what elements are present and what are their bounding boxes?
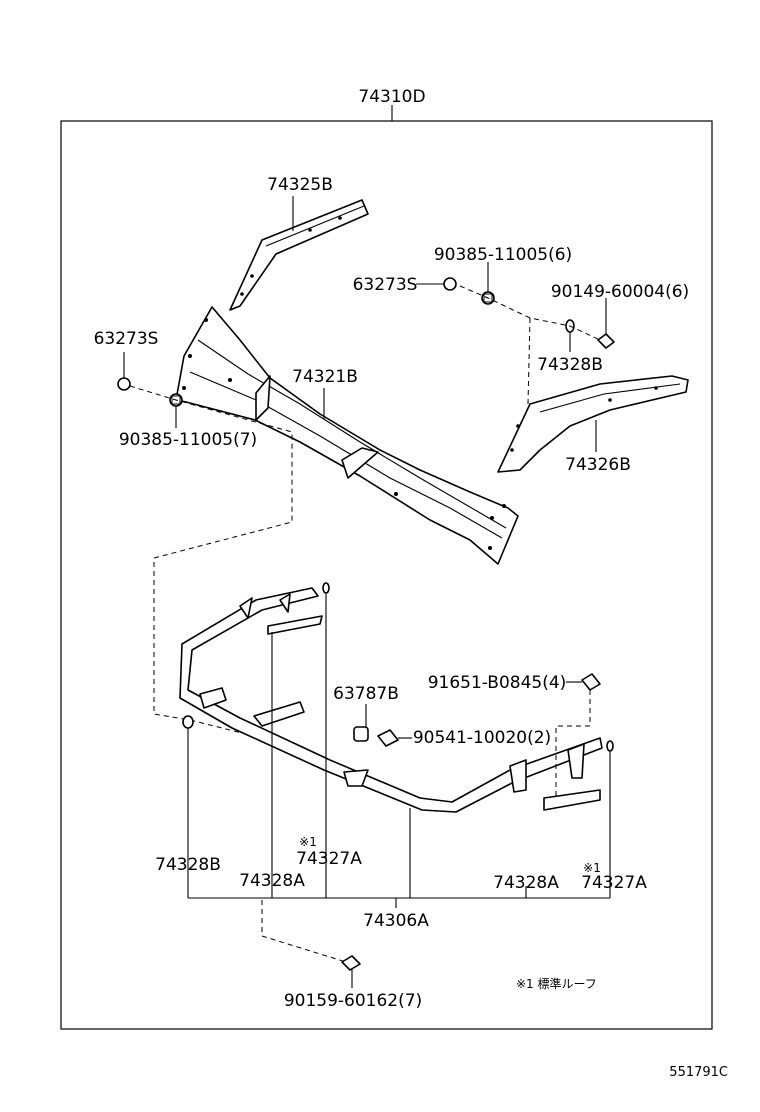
nut-90385-left [169, 393, 183, 428]
label-90385-11005-6: 90385-11005(6) [434, 245, 572, 265]
part-74306a [179, 582, 614, 813]
screw-90159 [341, 955, 361, 988]
label-90541-10020: 90541-10020(2) [413, 728, 551, 748]
label-74328b-top: 74328B [537, 355, 603, 375]
part-74326b [497, 375, 689, 473]
diagram-code: 551791C [669, 1065, 728, 1080]
label-74328a-left: 74328A [239, 871, 305, 891]
label-63787b: 63787B [333, 684, 399, 704]
clip-90541 [377, 729, 412, 747]
cap-63787b [353, 704, 369, 742]
label-74306a: 74306A [363, 911, 429, 931]
mark-left: ※1 [299, 835, 317, 849]
label-74326b: 74326B [565, 455, 631, 475]
dash-upper-right-down [527, 317, 531, 405]
washer-74328b-top [565, 319, 575, 352]
clip-63273s-left [117, 352, 131, 391]
lower-leaders [188, 594, 611, 908]
washer-74328b-bottom [182, 715, 194, 898]
dash-lower-right [555, 690, 591, 800]
clip-63273s-top [416, 277, 457, 291]
mark-right: ※1 [583, 861, 601, 875]
label-90159-60162: 90159-60162(7) [284, 991, 422, 1011]
part-74325b [229, 199, 369, 311]
label-74327a-right: 74327A [581, 873, 647, 893]
dash-bottom-screw [261, 900, 347, 963]
assembly-frame [60, 120, 713, 1030]
label-74321b: 74321B [292, 367, 358, 387]
label-assembly: 74310D [358, 87, 425, 107]
label-74328b-bottom: 74328B [155, 855, 221, 875]
label-74327a-left: 74327A [296, 849, 362, 869]
label-74328a-right: 74328A [493, 873, 559, 893]
label-91651-b0845: 91651-B0845(4) [428, 673, 567, 693]
label-63273s-left: 63273S [94, 329, 159, 349]
label-74325b: 74325B [267, 175, 333, 195]
bolt-91651 [566, 673, 601, 691]
screw-90149 [597, 298, 615, 349]
label-90149-60004: 90149-60004(6) [551, 282, 689, 302]
footnote: ※1 標準ルーフ [516, 976, 597, 991]
label-63273s-top: 63273S [353, 275, 418, 295]
part-74321b [175, 306, 519, 565]
label-90385-11005-7: 90385-11005(7) [119, 430, 257, 450]
